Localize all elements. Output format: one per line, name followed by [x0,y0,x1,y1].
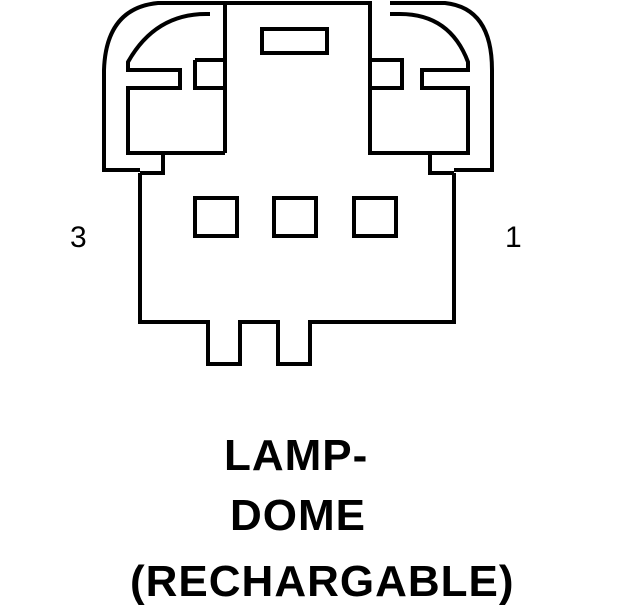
connector-title-line3: (RECHARGABLE) [130,557,515,606]
connector-top-edge [140,151,454,175]
pin-label-right: 1 [505,221,522,254]
lock-window [260,27,329,55]
right-latch-step [370,58,404,90]
connector-title-line2: DOME [230,491,366,540]
left-latch-step [193,58,225,90]
connector-body [138,173,456,366]
right-latch-inner [390,12,470,155]
pin-cavity-1 [352,196,398,238]
left-latch-inner [126,12,210,155]
center-lock-tab [223,1,390,155]
right-latch-outer [390,1,494,172]
center-lock-tab-edge [223,60,372,153]
pin-cavity-2 [272,196,318,238]
connector-title-line1: LAMP- [224,431,369,480]
pin-label-left: 3 [70,221,87,254]
left-latch-outer [102,1,225,172]
pin-cavity-3 [193,196,239,238]
